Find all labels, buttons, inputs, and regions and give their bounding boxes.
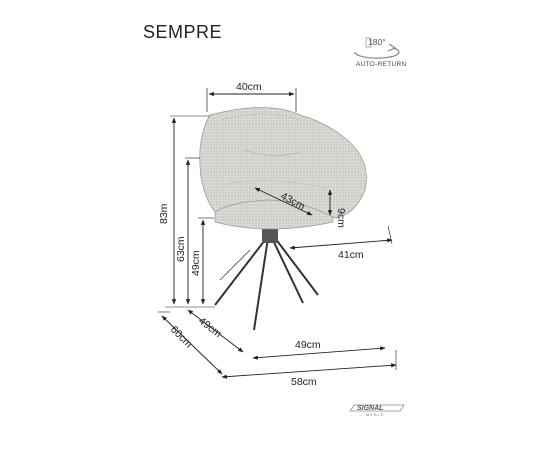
label-seat-height: 49cm <box>190 250 202 276</box>
label-seat-width: 41cm <box>338 249 364 261</box>
label-backrest-width: 40cm <box>236 81 262 93</box>
product-title: SEMPRE <box>143 22 223 42</box>
label-total-height: 83m <box>158 203 170 224</box>
signal-logo: SIGNAL MEBLE <box>349 404 405 417</box>
label-depth-bottom: 49cm <box>196 315 224 340</box>
rotation-degrees: 180° <box>368 37 386 47</box>
auto-return-icon: 180° AUTO-RETURN <box>354 37 407 68</box>
label-armrest-height: 9cm <box>335 208 347 228</box>
rotation-label: AUTO-RETURN <box>356 61 407 68</box>
brand-name: SIGNAL <box>357 405 383 412</box>
label-width-bottom: 49cm <box>295 339 321 351</box>
label-total-width: 58cm <box>291 376 317 388</box>
label-total-depth: 60cm <box>168 324 195 351</box>
dimension-lines <box>158 88 397 379</box>
brand-sub: MEBLE <box>366 412 385 417</box>
label-armrest-floor-height: 63cm <box>175 236 187 262</box>
